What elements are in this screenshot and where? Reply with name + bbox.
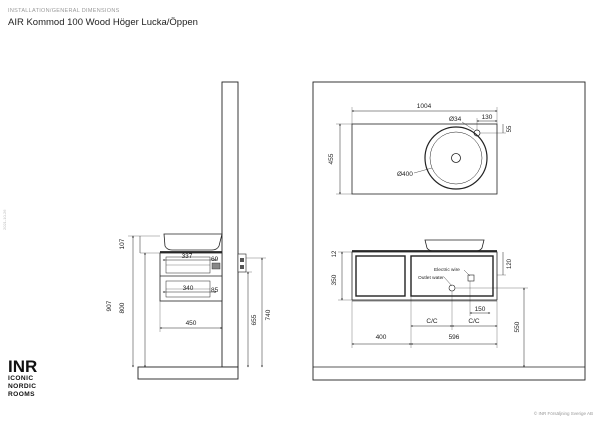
cabinet-front	[351, 251, 498, 301]
drain	[451, 153, 461, 163]
front-view	[338, 239, 528, 368]
electric-outlet	[467, 274, 475, 282]
top-view	[336, 107, 506, 195]
dim-596: 596	[449, 334, 460, 341]
dim-800: 800	[119, 302, 126, 313]
dim-455: 455	[328, 153, 335, 164]
floor-section	[137, 366, 239, 380]
dim-d34: Ø34	[449, 116, 462, 123]
open-compartment	[355, 255, 406, 297]
basin-plan	[424, 126, 488, 190]
cabinet-body	[159, 252, 223, 302]
logo-line-2: NORDIC	[8, 383, 37, 390]
dim-cc-left: C/C	[426, 318, 438, 325]
label-electric-wire: Electric wire	[434, 267, 460, 273]
basin-profile	[163, 233, 223, 251]
brand-logo: INR ICONIC NORDIC ROOMS	[8, 358, 37, 399]
logo-mark: INR	[8, 357, 38, 376]
side-view	[128, 81, 266, 380]
dim-340: 340	[183, 285, 194, 292]
dim-655: 655	[251, 314, 258, 325]
dim-120: 120	[507, 258, 513, 269]
logo-line-3: ROOMS	[8, 391, 35, 398]
dim-cc-right: C/C	[468, 318, 480, 325]
dim-150: 150	[475, 306, 486, 313]
logo-line-1: ICONIC	[8, 375, 34, 382]
dim-69: 69	[211, 256, 219, 263]
dim-130: 130	[482, 114, 493, 121]
dim-550: 550	[514, 321, 521, 332]
dim-85: 85	[211, 287, 219, 294]
dim-55: 55	[507, 125, 513, 132]
drawing-title: AIR Kommod 100 Wood Höger Lucka/Öppen	[8, 17, 198, 28]
dim-350: 350	[331, 274, 338, 285]
copyright: © INR Försäljning Sverige AB	[533, 411, 593, 416]
dim-400: 400	[376, 334, 387, 341]
label-outlet-water: Outlet water	[418, 275, 444, 281]
dim-337: 337	[182, 253, 193, 260]
dim-d400: Ø400	[397, 171, 413, 178]
dim-12: 12	[332, 250, 338, 257]
dim-740: 740	[265, 309, 272, 320]
wall-section	[221, 81, 239, 368]
dim-1004: 1004	[417, 103, 432, 110]
front-elevation-frame	[312, 81, 586, 381]
dim-907: 907	[106, 300, 113, 311]
drawing-category: INSTALLATION/GENERAL DIMENSIONS	[8, 8, 120, 14]
dim-450: 450	[186, 320, 197, 327]
wall-fitting	[237, 253, 247, 273]
dim-107: 107	[119, 238, 126, 249]
basin-front	[424, 239, 485, 252]
